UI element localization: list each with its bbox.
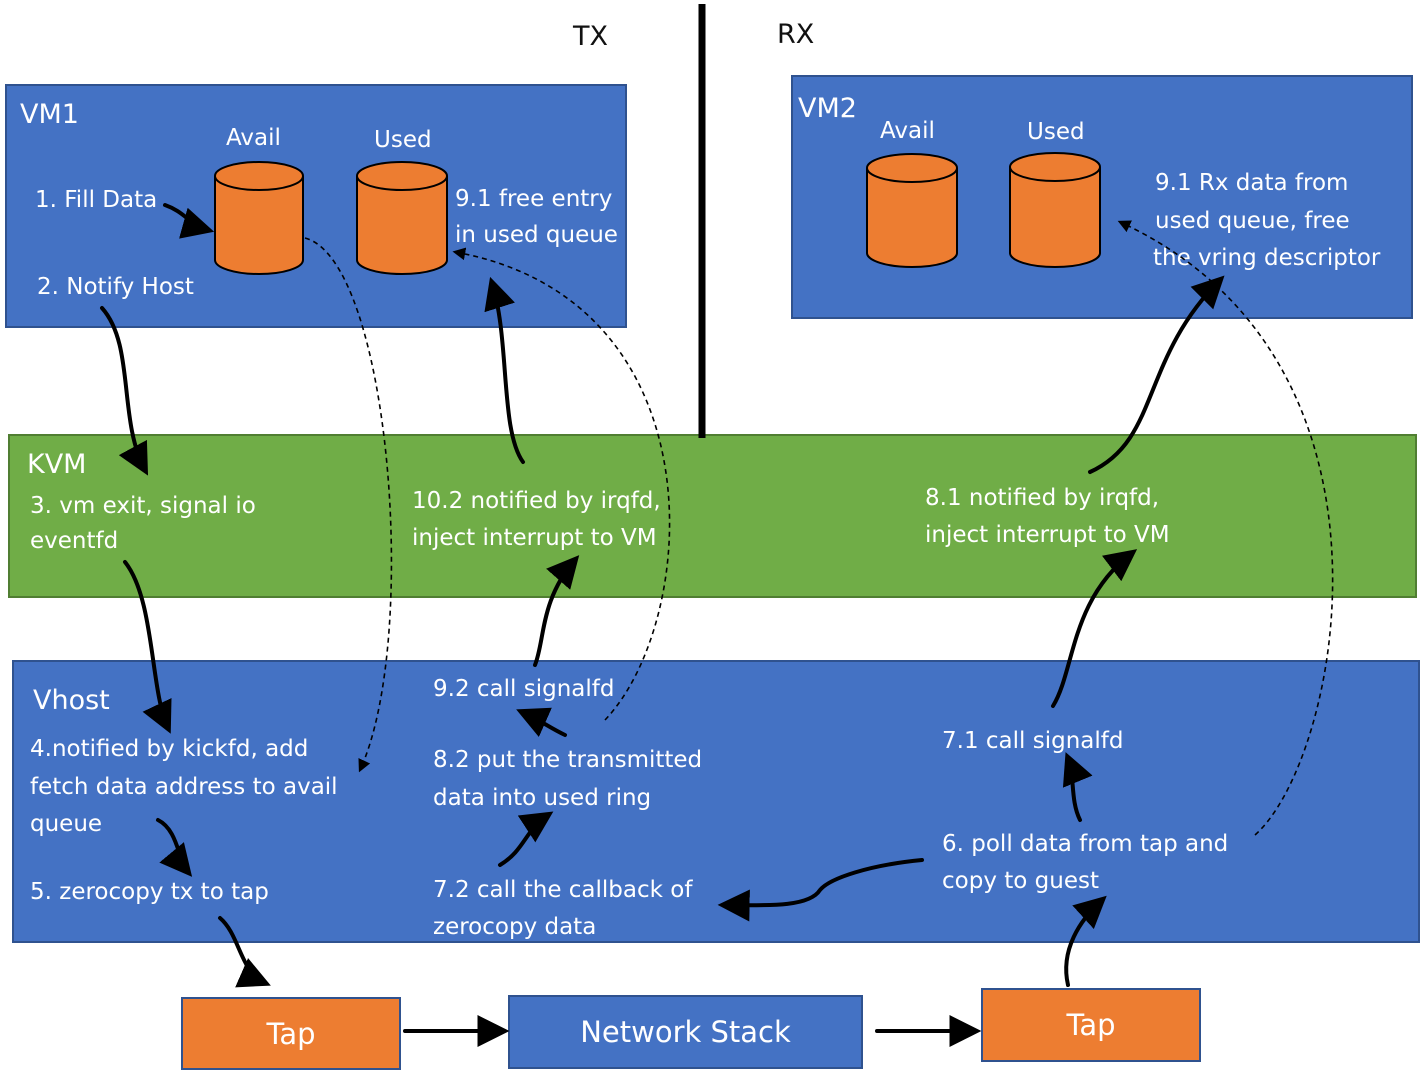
vhost-step-7-1: 7.1 call signalfd bbox=[942, 728, 1124, 754]
vm2-title: VM2 bbox=[798, 93, 857, 124]
kvm-step-10-2-line1: 10.2 notified by irqfd, bbox=[412, 488, 661, 514]
network-stack-label: Network Stack bbox=[580, 1015, 791, 1049]
vhost-step-7-2-line2: zerocopy data bbox=[433, 914, 597, 940]
vhost-step-6-line1: 6. poll data from tap and bbox=[942, 831, 1229, 857]
vhost-step-8-2-line2: data into used ring bbox=[433, 785, 652, 811]
vm1-used-label: Used bbox=[374, 127, 432, 153]
tx-label: TX bbox=[573, 21, 608, 52]
tap-right-box: Tap bbox=[981, 988, 1201, 1062]
vm1-step-2: 2. Notify Host bbox=[37, 274, 194, 300]
vm2-step-9-1-line1: 9.1 Rx data from bbox=[1155, 170, 1349, 196]
vm2-avail-label: Avail bbox=[880, 118, 935, 144]
tap-left-label: Tap bbox=[266, 1016, 316, 1051]
vm1-title: VM1 bbox=[20, 99, 79, 130]
vhost-step-4-line3: queue bbox=[30, 811, 103, 837]
tap-left-box: Tap bbox=[181, 997, 401, 1070]
vhost-step-8-2-line1: 8.2 put the transmitted bbox=[433, 747, 703, 773]
vhost-step-4-line2: fetch data address to avail bbox=[30, 774, 338, 800]
rx-label: RX bbox=[777, 19, 815, 50]
vm1-avail-label: Avail bbox=[226, 125, 281, 151]
vm1-step-9-1-line1: 9.1 free entry bbox=[455, 186, 613, 212]
kvm-title: KVM bbox=[27, 449, 87, 480]
kvm-step-3-line2: eventfd bbox=[30, 528, 119, 554]
tap-right-label: Tap bbox=[1066, 1008, 1116, 1042]
vm2-step-9-1-line3: the vring descriptor bbox=[1153, 245, 1381, 271]
vm2-used-label: Used bbox=[1027, 119, 1085, 145]
vm1-step-1: 1. Fill Data bbox=[35, 187, 158, 213]
kvm-step-8-1-line1: 8.1 notified by irqfd, bbox=[925, 485, 1160, 511]
vhost-step-5: 5. zerocopy tx to tap bbox=[30, 879, 269, 905]
kvm-step-10-2-line2: inject interrupt to VM bbox=[412, 525, 657, 551]
vhost-step-4-line1: 4.notified by kickfd, add bbox=[30, 736, 309, 762]
network-stack-box: Network Stack bbox=[508, 995, 863, 1069]
kvm-step-8-1-line2: inject interrupt to VM bbox=[925, 522, 1170, 548]
vhost-step-6-line2: copy to guest bbox=[942, 868, 1099, 894]
kvm-step-3-line1: 3. vm exit, signal io bbox=[30, 493, 256, 519]
vm1-step-9-1-line2: in used queue bbox=[455, 222, 618, 248]
vhost-step-7-2-line1: 7.2 call the callback of bbox=[433, 877, 693, 903]
vhost-step-9-2: 9.2 call signalfd bbox=[433, 676, 615, 702]
vhost-title: Vhost bbox=[33, 685, 110, 716]
vm2-step-9-1-line2: used queue, free bbox=[1155, 208, 1350, 234]
